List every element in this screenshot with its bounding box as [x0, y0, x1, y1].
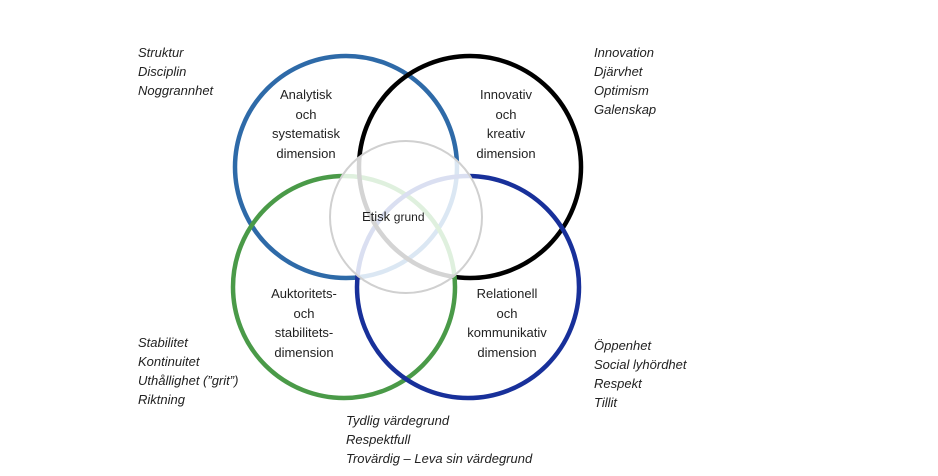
ethics-label-sub: grund [393, 210, 425, 224]
ethics-label-main: Etisk [362, 209, 391, 224]
label-line: Relationell [476, 286, 538, 301]
label-line: kommunikativ [467, 325, 547, 340]
label-line: dimension [274, 344, 334, 360]
trait-item: Galenskap [594, 102, 657, 117]
label-line: systematisk [272, 126, 340, 141]
label-line: kreativ [486, 126, 526, 141]
trait-item: Respektfull [346, 432, 411, 447]
trait-item: Struktur [138, 45, 184, 60]
trait-item: Trovärdig – Leva sin värdegrund [346, 451, 533, 466]
trait-item: Djärvhet [594, 64, 643, 79]
trait-item: Respekt [594, 376, 642, 391]
label-line: dimension [477, 344, 537, 360]
trait-item: Optimism [594, 83, 649, 98]
relational-traits: Öppenhet Social lyhördhet Respekt Tillit [594, 336, 687, 412]
label-line: dimension [276, 145, 336, 161]
label-line: dimension [476, 145, 536, 161]
label-line: och [496, 305, 518, 321]
trait-item: Kontinuitet [138, 354, 200, 369]
trait-item: Tillit [594, 395, 617, 410]
trait-item: Öppenhet [594, 338, 652, 353]
analytical-traits: Struktur Disciplin Noggrannhet [138, 43, 213, 100]
label-line: Innovativ [479, 87, 533, 102]
label-line: stabilitets- [274, 325, 334, 340]
label-line: Analytisk [279, 87, 333, 102]
analytical-label: Analytisk och systematisk dimension [256, 85, 356, 163]
trait-item: Stabilitet [138, 335, 188, 350]
trait-item: Social lyhördhet [594, 357, 687, 372]
trait-item: Disciplin [138, 64, 187, 79]
label-line: och [295, 106, 317, 122]
label-line: Auktoritets- [271, 286, 337, 301]
trait-item: Riktning [138, 392, 185, 407]
trait-item: Innovation [594, 45, 654, 60]
trait-item: Noggrannhet [138, 83, 214, 98]
ethics-label: Etisk grund [362, 209, 425, 224]
label-line: och [293, 305, 315, 321]
innovative-traits: Innovation Djärvhet Optimism Galenskap [594, 43, 656, 119]
authority-label: Auktoritets- och stabilitets- dimension [254, 284, 354, 362]
ethics-traits: Tydlig värdegrund Respektfull Trovärdig … [346, 411, 532, 468]
relational-label: Relationell och kommunikativ dimension [452, 284, 562, 362]
trait-item: Uthållighet (”grit”) [138, 373, 239, 388]
innovative-label: Innovativ och kreativ dimension [456, 85, 556, 163]
authority-traits: Stabilitet Kontinuitet Uthållighet (”gri… [138, 333, 238, 409]
trait-item: Tydlig värdegrund [346, 413, 450, 428]
label-line: och [495, 106, 517, 122]
ethics-circle [329, 140, 483, 294]
